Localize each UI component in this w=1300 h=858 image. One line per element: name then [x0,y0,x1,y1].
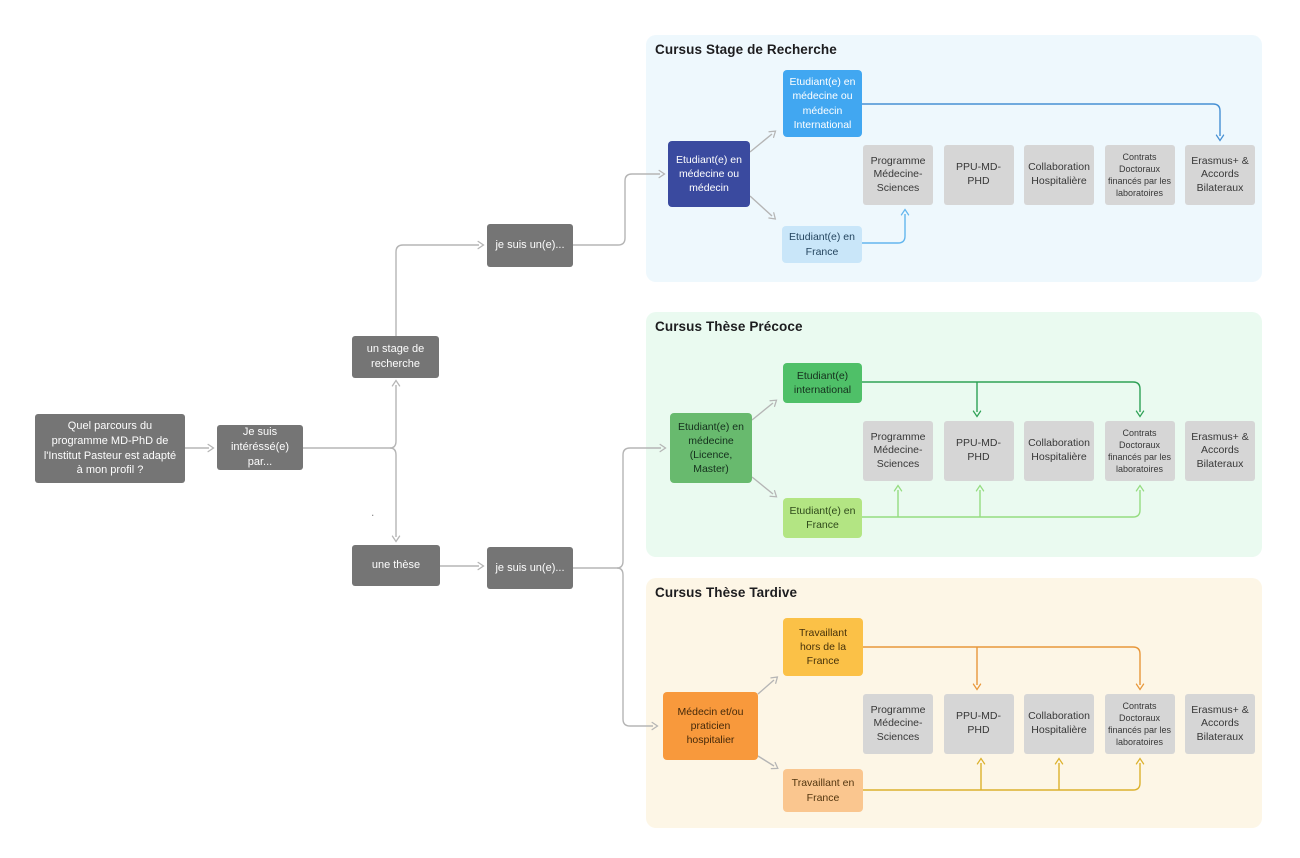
option-box-0: Programme Médecine-Sciences [863,694,933,754]
option-box-3: Contrats Doctoraux financés par les labo… [1104,421,1175,481]
option-box-1: PPU-MD-PHD [943,145,1014,205]
node-precoce-primary: Etudiant(e) en médecine (Licence, Master… [670,413,752,483]
node-recherche-france: Etudiant(e) en France [782,226,862,263]
stray-mark: . [371,505,375,519]
option-box-3: Contrats Doctoraux financés par les labo… [1104,145,1175,205]
option-box-1: PPU-MD-PHD [943,694,1014,754]
option-box-0: Programme Médecine-Sciences [863,421,933,481]
section-title: Cursus Thèse Tardive [655,585,798,600]
node-tardive-primary: Médecin et/ou praticien hospitalier [663,692,758,760]
node-recherche-international: Etudiant(e) en médecine ou médecin Inter… [783,70,862,137]
option-box-4: Erasmus+ & Accords Bilateraux [1185,421,1255,481]
option-box-0: Programme Médecine-Sciences [863,145,933,205]
node-tardive-en-france: Travaillant en France [783,769,863,812]
option-box-2: Collaboration Hospitalière [1024,421,1094,481]
option-box-4: Erasmus+ & Accords Bilateraux [1185,145,1255,205]
section-title: Cursus Thèse Précoce [655,319,803,334]
flow-stage-box: un stage de recherche [352,336,439,378]
node-precoce-france: Etudiant(e) en France [783,498,862,538]
flow-start-box: Quel parcours du programme MD-PhD de l'I… [35,414,185,483]
flow-these-box: une thèse [352,545,440,586]
option-box-1: PPU-MD-PHD [943,421,1014,481]
node-tardive-hors-france: Travaillant hors de la France [783,618,863,676]
flow-who-stage-box: je suis un(e)... [487,224,573,267]
node-precoce-international: Etudiant(e) international [783,363,862,403]
node-recherche-primary: Etudiant(e) en médecine ou médecin [668,141,750,207]
option-box-3: Contrats Doctoraux financés par les labo… [1104,694,1175,754]
flow-interest-box: Je suis intéréssé(e) par... [217,425,303,470]
option-box-2: Collaboration Hospitalière [1024,145,1094,205]
flow-who-these-box: je suis un(e)... [487,547,573,589]
section-title: Cursus Stage de Recherche [655,42,837,57]
option-box-4: Erasmus+ & Accords Bilateraux [1185,694,1255,754]
option-box-2: Collaboration Hospitalière [1024,694,1094,754]
